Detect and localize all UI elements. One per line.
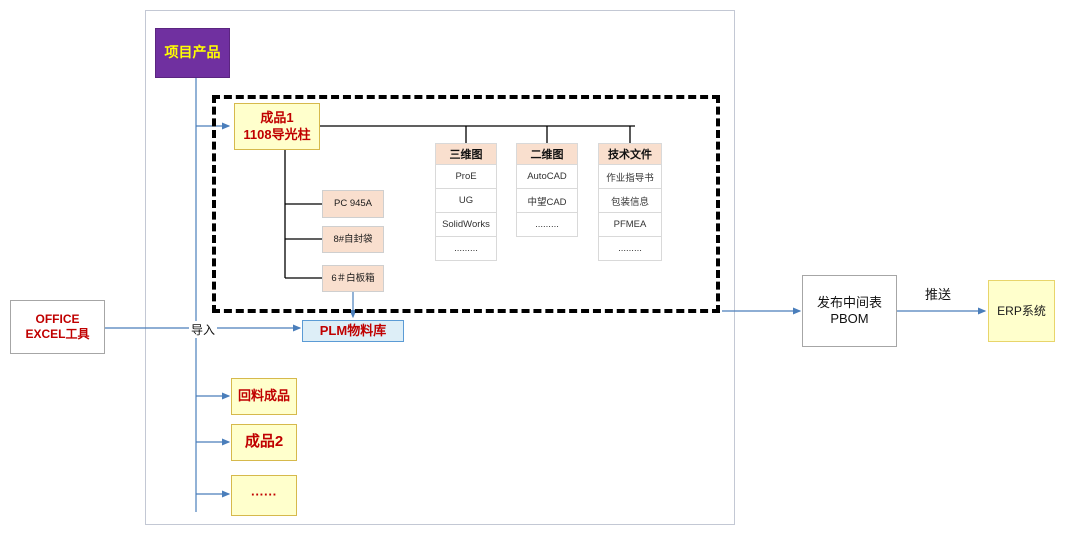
- attribute-table-0-header: 三维图: [435, 143, 497, 165]
- other-product-box-2[interactable]: ······: [231, 475, 297, 516]
- component-box-0[interactable]: PC 945A: [322, 190, 384, 218]
- attribute-table-0-row-3[interactable]: .........: [435, 237, 497, 261]
- attribute-table-0-row-2[interactable]: SolidWorks: [435, 213, 497, 237]
- attribute-table-0-row-0[interactable]: ProE: [435, 165, 497, 189]
- other-product-label-1: 成品2: [244, 433, 284, 451]
- attribute-table-2-row-0[interactable]: 作业指导书: [598, 165, 662, 189]
- attribute-table-2-row-3[interactable]: .........: [598, 237, 662, 261]
- attribute-table-1-row-2[interactable]: .........: [516, 213, 578, 237]
- other-product-label-2: ······: [251, 487, 277, 503]
- attribute-table-0-row-1[interactable]: UG: [435, 189, 497, 213]
- publish-line2: PBOM: [830, 311, 869, 326]
- erp-system-box[interactable]: ERP系统: [988, 280, 1055, 342]
- attribute-table-1-row-0[interactable]: AutoCAD: [516, 165, 578, 189]
- other-product-box-1[interactable]: 成品2: [231, 424, 297, 461]
- component-label-1: 8#自封袋: [333, 233, 373, 245]
- attribute-table-1-header: 二维图: [516, 143, 578, 165]
- publish-line1: 发布中间表: [816, 294, 882, 310]
- office-excel-line1: OFFICE: [35, 312, 80, 326]
- project-product-label: 项目产品: [164, 44, 221, 61]
- erp-system-label: ERP系统: [997, 303, 1046, 318]
- office-excel-tool-box[interactable]: OFFICE EXCEL工具: [10, 300, 105, 354]
- component-label-0: PC 945A: [333, 198, 373, 210]
- plm-material-library-label: PLM物料库: [319, 322, 387, 338]
- finished-product-1-box[interactable]: 成品1 1108导光柱: [234, 103, 320, 150]
- component-box-1[interactable]: 8#自封袋: [322, 226, 384, 253]
- project-product-box[interactable]: 项目产品: [155, 28, 230, 78]
- push-edge-label: 推送: [923, 284, 954, 303]
- attribute-table-0: 三维图 ProE UG SolidWorks .........: [435, 143, 497, 261]
- finished-product-1-line2: 1108导光柱: [243, 126, 311, 142]
- attribute-table-2-row-1[interactable]: 包装信息: [598, 189, 662, 213]
- attribute-table-1: 二维图 AutoCAD 中望CAD .........: [516, 143, 578, 237]
- attribute-table-2-header: 技术文件: [598, 143, 662, 165]
- bom-dashed-scope: [212, 95, 720, 313]
- finished-product-1-line1: 成品1: [260, 110, 294, 126]
- component-box-2[interactable]: 6＃白板箱: [322, 265, 384, 292]
- other-product-box-0[interactable]: 回料成品: [231, 378, 297, 415]
- office-excel-line2: EXCEL工具: [25, 327, 90, 341]
- publish-intermediate-table-box[interactable]: 发布中间表 PBOM: [802, 275, 897, 347]
- plm-material-library-box[interactable]: PLM物料库: [302, 320, 404, 342]
- attribute-table-2: 技术文件 作业指导书 包装信息 PFMEA .........: [598, 143, 662, 261]
- component-label-2: 6＃白板箱: [331, 272, 375, 284]
- other-product-label-0: 回料成品: [237, 388, 290, 404]
- import-edge-label: 导入: [189, 321, 218, 338]
- attribute-table-1-row-1[interactable]: 中望CAD: [516, 189, 578, 213]
- attribute-table-2-row-2[interactable]: PFMEA: [598, 213, 662, 237]
